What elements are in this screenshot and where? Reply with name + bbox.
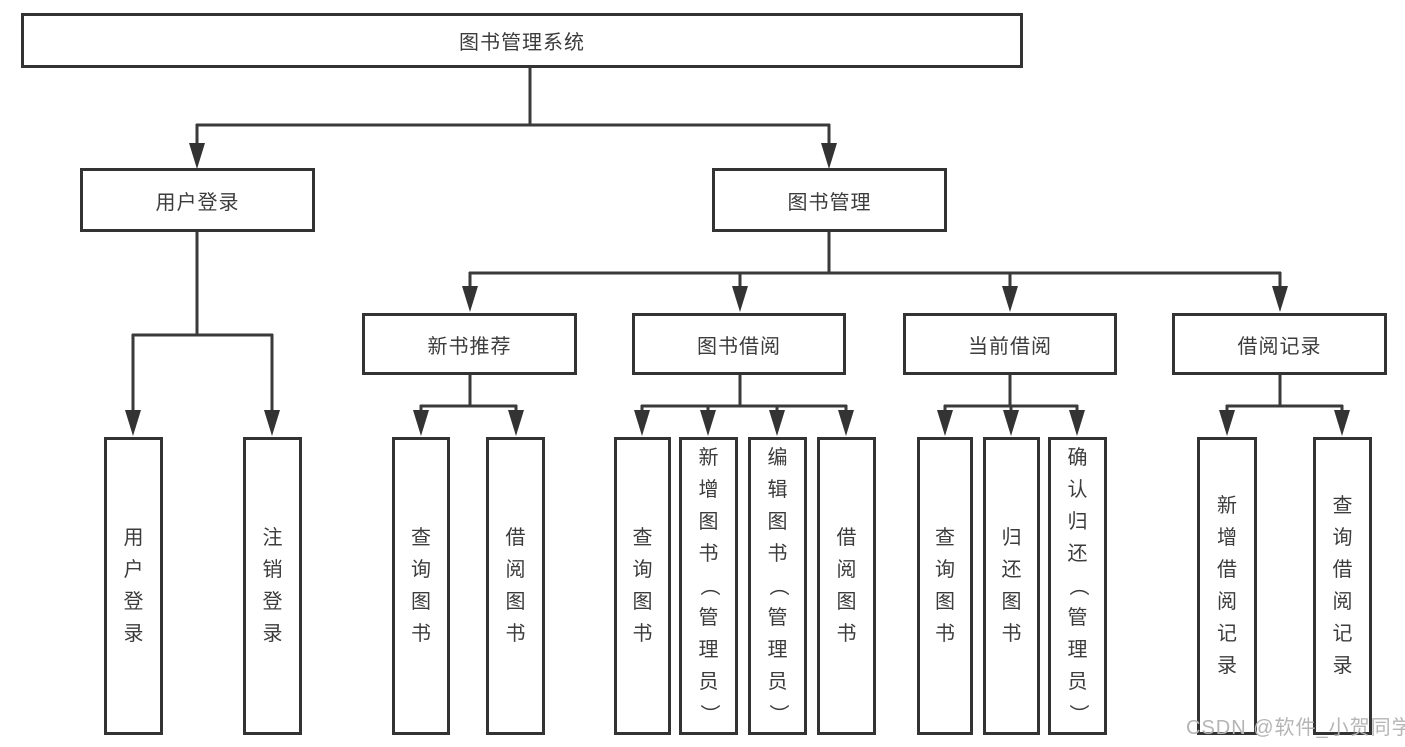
csdn-watermark: CSDN @软件_小贺同学 [1186, 717, 1405, 739]
node-current-borrow: 当前借阅 [903, 313, 1117, 375]
leaf-query-books-borrow: 查询图书 [614, 437, 671, 735]
node-user-login: 用户登录 [80, 168, 315, 232]
leaf-add-books-admin: 新增图书（管理员） [679, 437, 738, 735]
leaf-query-books-recommend: 查询图书 [392, 437, 450, 735]
leaf-edit-books-admin: 编辑图书（管理员） [748, 437, 807, 735]
node-book-management: 图书管理 [712, 168, 947, 232]
leaf-add-borrow-record: 新增借阅记录 [1197, 437, 1257, 735]
node-root: 图书管理系统 [21, 13, 1023, 68]
leaf-user-login: 用户登录 [104, 437, 163, 735]
node-borrow-records: 借阅记录 [1172, 313, 1387, 375]
leaf-query-books-current: 查询图书 [917, 437, 973, 735]
leaf-return-books: 归还图书 [983, 437, 1040, 735]
node-new-book-recommend: 新书推荐 [362, 313, 577, 375]
leaf-borrow-books-recommend: 借阅图书 [486, 437, 545, 735]
leaf-query-borrow-record: 查询借阅记录 [1313, 437, 1372, 735]
node-book-borrow: 图书借阅 [632, 313, 846, 375]
leaf-borrow-books: 借阅图书 [817, 437, 876, 735]
leaf-confirm-return-admin: 确认归还（管理员） [1048, 437, 1107, 735]
arrowheads [125, 143, 1350, 436]
leaf-logout: 注销登录 [243, 437, 302, 735]
